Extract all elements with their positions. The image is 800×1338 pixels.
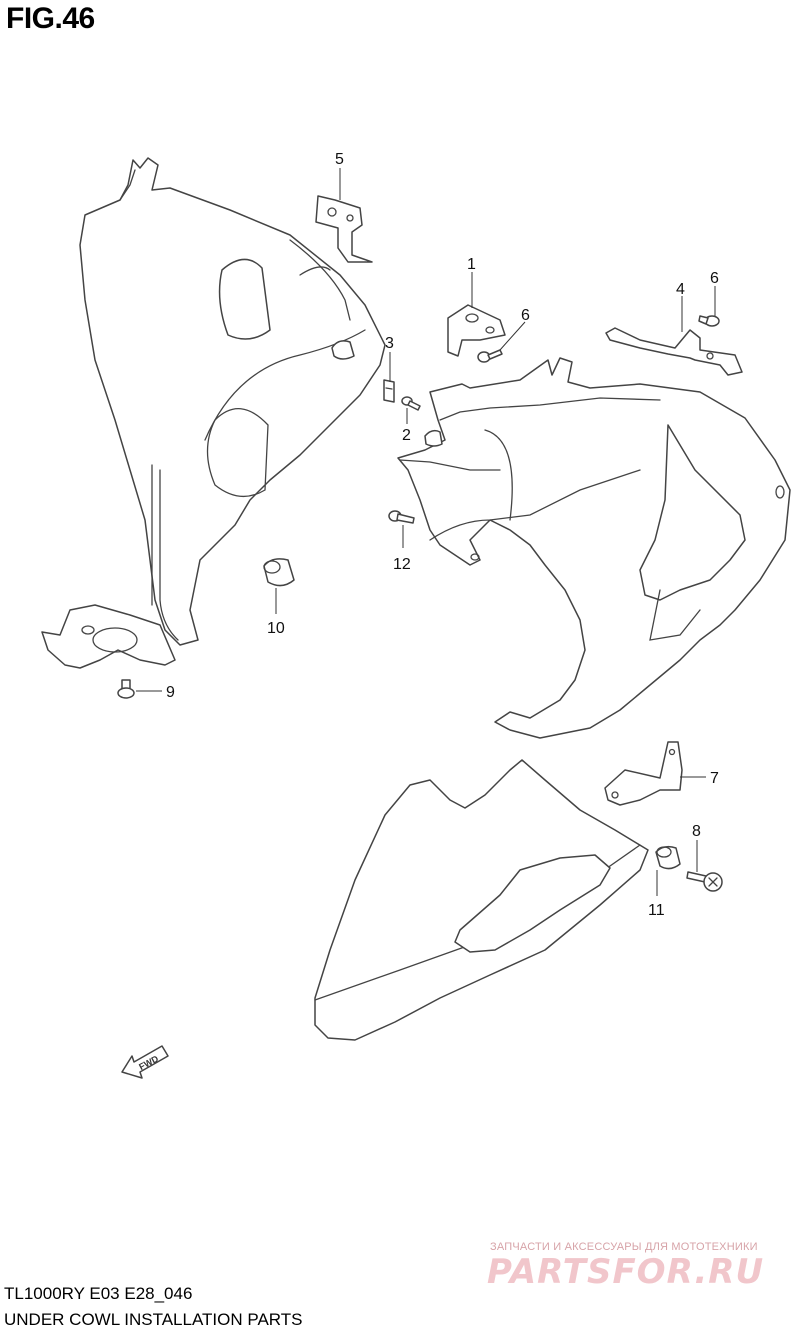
callout-6b: 6 — [710, 270, 719, 287]
screw-6b — [698, 315, 720, 327]
watermark-tagline: ЗАПЧАСТИ И АКСЕССУАРЫ ДЛЯ МОТОТЕХНИКИ — [490, 1241, 758, 1253]
bolt-9 — [117, 679, 135, 699]
plate-9 — [41, 604, 176, 669]
model-code: TL1000RY E03 E28_046 — [4, 1284, 193, 1303]
right-cowl-panel — [397, 357, 791, 739]
callout-7: 7 — [710, 770, 719, 787]
fwd-arrow-icon: FWD — [121, 1045, 169, 1079]
section-title: UNDER COWL INSTALLATION PARTS — [4, 1310, 303, 1329]
leader-lines — [136, 168, 716, 896]
callout-9: 9 — [166, 684, 175, 701]
callout-5: 4 — [676, 281, 685, 298]
left-cowl-panel — [79, 157, 386, 646]
callout-3: 3 — [385, 335, 394, 352]
callout-2: 2 — [402, 427, 411, 444]
screw-6a — [477, 349, 503, 363]
grommet-11 — [655, 845, 681, 870]
screw-8 — [686, 871, 723, 892]
bracket-1 — [447, 304, 506, 357]
callout-10: 10 — [267, 620, 285, 637]
grommet-10 — [263, 558, 295, 587]
bracket-7 — [604, 741, 683, 806]
callout-12: 12 — [393, 556, 411, 573]
bracket-4 — [315, 195, 373, 263]
bracket-5 — [605, 327, 743, 376]
callout-numbers: 5 3 2 1 6 4 6 12 10 9 7 8 11 — [166, 151, 719, 919]
screw-12 — [388, 510, 415, 524]
screw-2 — [401, 396, 421, 411]
callout-1: 1 — [467, 256, 476, 273]
clip-3 — [383, 379, 395, 403]
callout-8: 8 — [692, 823, 701, 840]
callout-11: 11 — [648, 902, 665, 919]
callout-6a: 6 — [521, 307, 530, 324]
watermark-logo: PARTSFOR.RU — [487, 1252, 765, 1292]
figure-label: FIG.46 — [6, 2, 95, 35]
lower-under-cowl — [314, 759, 649, 1041]
callout-4: 5 — [335, 151, 344, 168]
